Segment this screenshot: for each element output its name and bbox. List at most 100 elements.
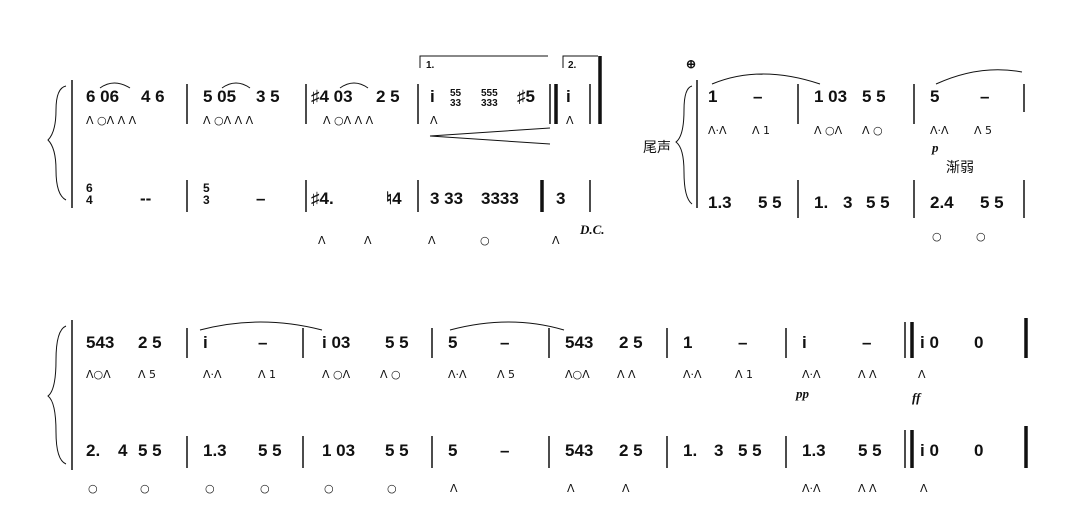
articulation-mark: Λ 1 <box>735 368 753 381</box>
articulation-mark: Λ <box>552 234 560 247</box>
articulation-mark: Λ ○Λ Λ Λ <box>323 114 374 127</box>
articulation-mark: Λ <box>567 482 575 495</box>
coda-sign: ⊕ <box>686 57 696 71</box>
coda-label: 尾声 <box>643 140 671 156</box>
note-group: 2 5 <box>619 441 643 460</box>
note-group: 3333 <box>481 189 519 208</box>
note-group: i <box>802 333 807 352</box>
articulation-mark: Λ·Λ <box>930 124 949 137</box>
articulation-mark: Λ Λ <box>858 482 877 495</box>
note-group: 2 5 <box>376 87 400 106</box>
note-group: 5 5 <box>862 87 886 106</box>
note-group: i 0 <box>920 333 939 352</box>
note-group: ♯5 <box>517 87 535 106</box>
articulation-mark: ○ <box>140 482 150 495</box>
volta-label: 2. <box>568 60 577 71</box>
articulation-mark: Λ·Λ <box>802 368 821 381</box>
tie <box>449 321 565 331</box>
slur <box>339 82 369 89</box>
note-group: 4 6 <box>141 87 165 106</box>
note-group: 2 5 <box>619 333 643 352</box>
note-group: 0 <box>974 333 983 352</box>
articulation-mark: Λ·Λ <box>203 368 222 381</box>
note-group: – <box>738 333 747 352</box>
note-group: 555 <box>481 88 498 99</box>
note-group: 5 5 <box>385 441 409 460</box>
dc-marking: D.C. <box>579 222 605 237</box>
system-brace <box>675 85 693 205</box>
articulation-mark: Λ·Λ <box>802 482 821 495</box>
note-group: 5 <box>930 87 939 106</box>
note-group: 5 <box>448 441 457 460</box>
note-group: 1.3 <box>708 193 732 212</box>
articulation-mark: Λ·Λ <box>448 368 467 381</box>
note-group: i <box>430 87 435 106</box>
articulation-mark: ○ <box>205 482 215 495</box>
dynamic-mark: ff <box>912 390 922 405</box>
note-group: i 0 <box>920 441 939 460</box>
system-1: 6 06 4 6 5 05 3 5 ♯4 03 2 5 i 55 33 555 … <box>47 55 605 247</box>
note-group: 3 <box>843 193 852 212</box>
note-group: – <box>258 333 267 352</box>
note-group: 5 5 <box>758 193 782 212</box>
volta-label: 1. <box>426 60 435 71</box>
articulation-mark: ○ <box>480 234 490 247</box>
note-group: 5 5 <box>738 441 762 460</box>
note-group: – <box>862 333 871 352</box>
note-group: 543 <box>565 441 593 460</box>
note-group: – <box>753 87 762 106</box>
note-group: 3 <box>203 193 210 207</box>
note-group: 6 06 <box>86 87 119 106</box>
system-2: 543 2 5 i – i 03 5 5 5 – 543 2 5 1 – i –… <box>47 318 1028 495</box>
note-group: 5 <box>203 181 210 195</box>
articulation-mark: Λ <box>430 114 438 127</box>
note-group: 543 <box>565 333 593 352</box>
articulation-mark: Λ <box>622 482 630 495</box>
note-group: 1.3 <box>802 441 826 460</box>
articulation-mark: Λ <box>428 234 436 247</box>
system-coda: ⊕ 尾声 1 – 1 03 5 5 5 – Λ·Λ Λ 1 Λ ○Λ Λ ○ Λ… <box>643 57 1025 243</box>
note-group: 543 <box>86 333 114 352</box>
note-group: 4 <box>118 441 128 460</box>
slur <box>99 82 131 89</box>
note-group: 4 <box>86 193 93 207</box>
articulation-mark: ○ <box>324 482 334 495</box>
articulation-mark: Λ ○ <box>862 124 883 137</box>
articulation-mark: Λ Λ <box>617 368 636 381</box>
articulation-mark: Λ <box>920 482 928 495</box>
note-group: 2 5 <box>138 333 162 352</box>
note-group: – <box>500 441 509 460</box>
articulation-mark: Λ 1 <box>752 124 770 137</box>
note-group: 5 5 <box>385 333 409 352</box>
note-group: i 03 <box>322 333 350 352</box>
note-group: 3 <box>714 441 723 460</box>
note-group: ♮4 <box>386 189 402 208</box>
articulation-mark: Λ○Λ <box>565 368 590 381</box>
articulation-mark: Λ ○ <box>380 368 401 381</box>
note-group: 5 05 <box>203 87 236 106</box>
dynamic-mark: p <box>931 140 939 155</box>
note-group: i <box>566 87 571 106</box>
note-group: 333 <box>481 98 498 109</box>
articulation-mark: Λ 5 <box>974 124 992 137</box>
articulation-mark: ○ <box>260 482 270 495</box>
note-group: ♯4. <box>311 189 334 208</box>
articulation-mark: Λ·Λ <box>708 124 727 137</box>
note-group: 1. <box>683 441 697 460</box>
articulation-mark: Λ 1 <box>258 368 276 381</box>
note-group: 5 5 <box>858 441 882 460</box>
articulation-mark: Λ 5 <box>138 368 156 381</box>
note-group: 1 <box>708 87 717 106</box>
articulation-mark: Λ ○Λ <box>322 368 351 381</box>
note-group: i <box>203 333 208 352</box>
articulation-mark: Λ <box>364 234 372 247</box>
articulation-mark: Λ ○Λ Λ Λ <box>203 114 254 127</box>
note-group: 5 5 <box>980 193 1004 212</box>
articulation-mark: Λ·Λ <box>683 368 702 381</box>
system-brace <box>47 85 67 201</box>
articulation-mark: ○ <box>387 482 397 495</box>
note-group: 1.3 <box>203 441 227 460</box>
note-group: – <box>500 333 509 352</box>
system-brace <box>47 325 67 465</box>
